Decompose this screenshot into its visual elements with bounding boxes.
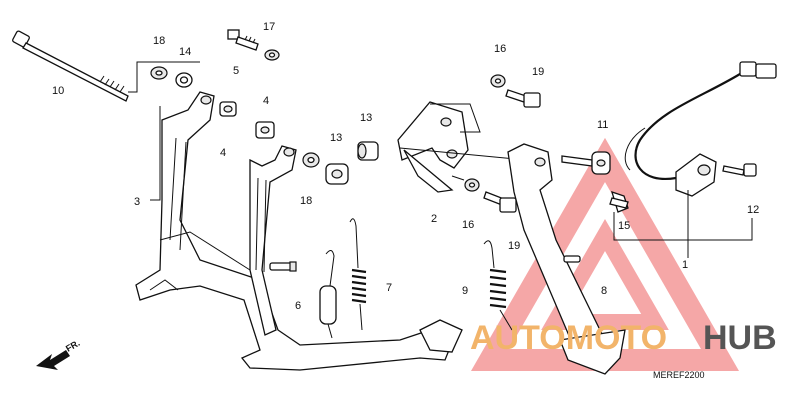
bolt-5 [227,29,259,51]
callout-6: 6 [295,300,301,312]
callout-15: 15 [618,220,630,232]
callout-7: 7 [386,282,392,294]
callout-13-lower: 13 [330,132,342,144]
side-stand-bracket [397,101,481,193]
callout-13-upper: 13 [360,112,372,124]
watermark-text: AUTOMOTO HUB [470,319,777,357]
side-stand [507,143,626,375]
front-direction-arrow: FR. [36,338,82,370]
long-bolt [12,30,129,102]
callout-14: 14 [179,46,191,58]
callout-12: 12 [747,204,759,216]
callout-4-left: 4 [220,147,226,159]
front-direction-label: FR. [64,338,82,354]
callout-18-top: 18 [153,35,165,47]
callout-19-lower: 19 [508,240,520,252]
callout-18-lower: 18 [300,195,312,207]
spring-6 [319,250,337,339]
callout-11: 11 [597,119,608,131]
callout-19-top: 19 [532,66,544,78]
watermark-part-b: HUB [703,319,777,357]
spring-7 [349,218,367,331]
callout-2: 2 [431,213,437,225]
callout-4-right: 4 [263,95,269,107]
diagram-code: MEREF2200 [653,370,705,380]
bolt-11 [561,151,611,175]
callout-16-lower: 16 [462,219,474,231]
callout-10: 10 [52,85,64,97]
main-stand [135,91,463,371]
callout-3: 3 [134,196,140,208]
callout-17: 17 [263,21,275,33]
bolt-12 [722,163,757,177]
collar-13-lower [325,163,349,185]
callout-1: 1 [682,259,688,271]
watermark-part-a: AUTOMOTO [470,319,667,357]
callout-9: 9 [462,285,468,297]
callout-16-top: 16 [494,43,506,55]
bolt-19-top [505,89,541,108]
bolt-19-lower [483,191,517,213]
bushing-4-right [255,121,275,139]
side-stand-switch [611,61,777,213]
callout-8: 8 [601,285,607,297]
callout-5: 5 [233,65,239,77]
spring-9 [483,240,513,331]
collar-13-upper [357,141,379,161]
bushing-4-left [219,101,237,117]
bolt-15 [609,197,629,209]
